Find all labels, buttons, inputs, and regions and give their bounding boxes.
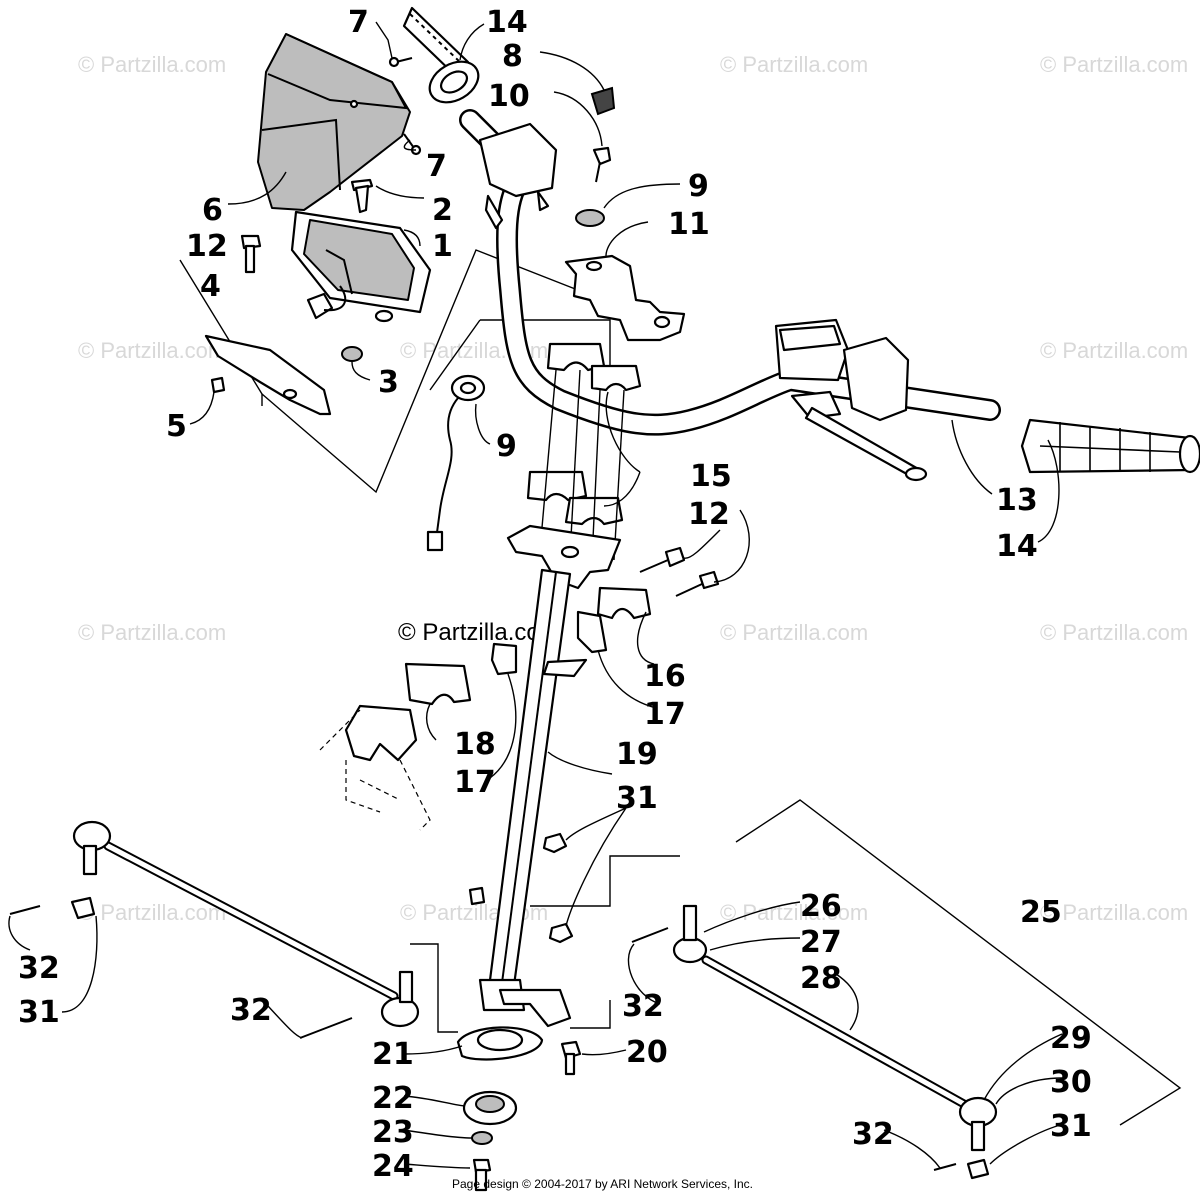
callout-11: 11 (668, 207, 710, 242)
callout-3: 3 (378, 365, 399, 400)
callout-7: 7 (348, 5, 369, 40)
callout-21: 21 (372, 1037, 414, 1072)
ignition-switch (426, 374, 486, 552)
grommet (575, 209, 605, 227)
column-top-plate (506, 524, 622, 590)
callout-7: 7 (426, 149, 447, 184)
right-switch-housing (842, 336, 910, 422)
alignment-lines (539, 369, 625, 561)
callout-24: 24 (372, 1149, 414, 1184)
watermark-layer: © Partzilla.com © Partzilla.com © Partzi… (78, 52, 1188, 925)
callout-15: 15 (690, 459, 732, 494)
bottom-bolt (472, 1158, 492, 1192)
brake-master-cylinder (774, 318, 928, 482)
callout-29: 29 (1050, 1021, 1092, 1056)
hand-guard (257, 33, 411, 211)
callout-13: 13 (996, 483, 1038, 518)
column-bolt (639, 546, 720, 597)
frame-bracket (319, 704, 431, 831)
callout-19: 19 (616, 737, 658, 772)
handlebar (459, 109, 1001, 436)
watermark: © Partzilla.com (720, 900, 868, 925)
watermark: © Partzilla.com (1040, 620, 1188, 645)
hex-nut (468, 832, 574, 944)
callout-2: 2 (432, 193, 453, 228)
watermark: © Partzilla.com (720, 620, 868, 645)
bolt-20 (560, 1040, 582, 1076)
meter-bracket (204, 334, 332, 416)
meter-nut (210, 376, 226, 394)
watermark: © Partzilla.com (1040, 900, 1188, 925)
watermark: © Partzilla.com (78, 52, 226, 77)
callout-5: 5 (166, 409, 187, 444)
ignition-key (590, 86, 616, 183)
callout-32: 32 (622, 989, 664, 1024)
leader-lines (8, 21, 1065, 1169)
callout-26: 26 (800, 889, 842, 924)
meter-screw (350, 178, 374, 214)
watermark: © Partzilla.com (720, 52, 868, 77)
callout-4: 4 (200, 269, 221, 304)
left-switch-housing (478, 122, 558, 230)
guard-screw (388, 56, 422, 156)
copyright-footer: Page design © 2004-2017 by ARI Network S… (452, 1177, 753, 1191)
callout-31: 31 (18, 995, 60, 1030)
callout-8: 8 (502, 39, 523, 74)
bearing-flange (456, 1026, 544, 1061)
callout-32: 32 (18, 951, 60, 986)
bearing (462, 1090, 518, 1126)
callout-14: 14 (996, 529, 1038, 564)
bolt-12 (240, 234, 262, 274)
callout-labels: 7 14 8 10 7 6 2 12 1 9 11 4 3 5 9 15 12 … (18, 5, 1092, 1184)
callout-12: 12 (186, 229, 228, 264)
callout-9: 9 (496, 429, 517, 464)
callout-16: 16 (644, 659, 686, 694)
left-tie-rod (70, 820, 420, 1028)
switch-bracket (564, 254, 686, 342)
right-tie-rod (672, 904, 998, 1180)
cotter-pin (9, 905, 957, 1171)
callout-1: 1 (432, 229, 453, 264)
instrument-meter (290, 210, 432, 323)
callout-32: 32 (230, 993, 272, 1028)
callout-31: 31 (616, 781, 658, 816)
callout-9: 9 (688, 169, 709, 204)
steering-post (478, 568, 572, 1028)
post-bearing-holder (404, 662, 472, 706)
callout-27: 27 (800, 925, 842, 960)
callout-6: 6 (202, 193, 223, 228)
right-grip (1020, 418, 1200, 474)
callout-32: 32 (852, 1117, 894, 1152)
callout-18: 18 (454, 727, 496, 762)
meter-grommet (341, 346, 363, 362)
callout-20: 20 (626, 1035, 668, 1070)
callout-28: 28 (800, 961, 842, 996)
washer (471, 1131, 493, 1145)
watermark: © Partzilla.com (78, 338, 226, 363)
callout-25: 25 (1020, 895, 1062, 930)
watermark: © Partzilla.com (1040, 52, 1188, 77)
callout-10: 10 (488, 79, 530, 114)
callout-17: 17 (644, 697, 686, 732)
watermark: © Partzilla.com (78, 620, 226, 645)
left-grip (402, 6, 480, 104)
callout-12: 12 (688, 497, 730, 532)
post-bushing-cap (490, 586, 652, 678)
callout-17: 17 (454, 765, 496, 800)
callout-23: 23 (372, 1115, 414, 1150)
watermark: © Partzilla.com (1040, 338, 1188, 363)
callout-22: 22 (372, 1081, 414, 1116)
watermark: © Partzilla.com (78, 900, 226, 925)
callout-30: 30 (1050, 1065, 1092, 1100)
callout-14: 14 (486, 5, 528, 40)
callout-31: 31 (1050, 1109, 1092, 1144)
